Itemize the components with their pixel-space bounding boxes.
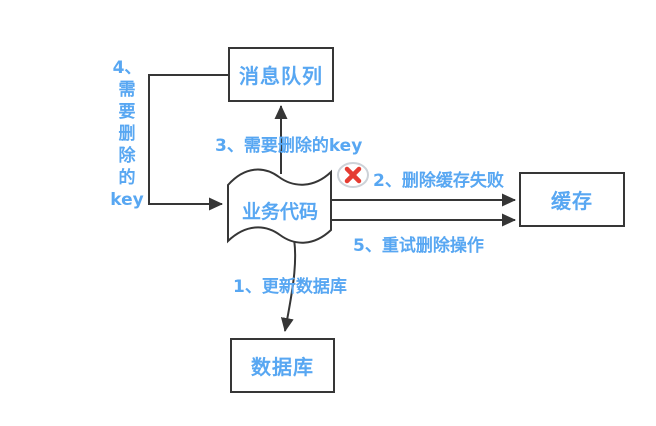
- edge-step4-label: 4、 需 要 删 除 的 key: [110, 58, 144, 210]
- business-code-shape: [227, 168, 332, 244]
- node-business-code-label: 业务代码: [241, 201, 318, 223]
- edge-step3-label: 3、需要删除的key: [215, 136, 363, 156]
- node-cache-label: 缓存: [551, 189, 593, 213]
- edge-step4-line: [148, 74, 228, 211]
- edge-step5-label: 5、重试删除操作: [353, 236, 484, 256]
- edge-step2-label: 2、删除缓存失败: [373, 171, 504, 191]
- node-message-queue-label: 消息队列: [239, 64, 323, 88]
- edge-step1-label: 1、更新数据库: [233, 277, 347, 297]
- node-database-label: 数据库: [251, 355, 314, 379]
- node-database: 数据库: [230, 338, 335, 393]
- node-cache: 缓存: [519, 172, 625, 227]
- error-x-icon: [337, 162, 369, 188]
- node-message-queue: 消息队列: [228, 47, 334, 102]
